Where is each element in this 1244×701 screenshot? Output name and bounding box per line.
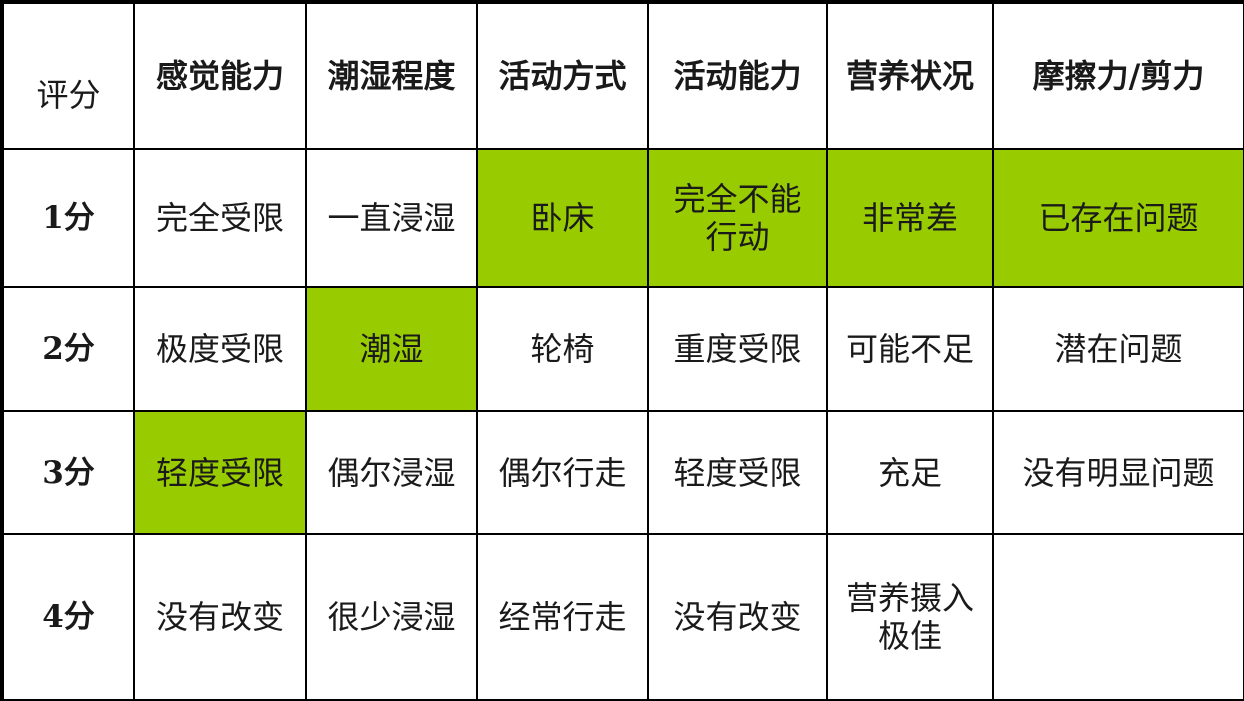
cell-text: 完全不能 行动 xyxy=(673,179,802,256)
cell-friction-shear: 潜在问题 xyxy=(992,286,1244,412)
cell-moisture: 很少浸湿 xyxy=(305,533,478,701)
cell-text: 完全受限 xyxy=(155,198,284,237)
score-column-header: 评分 xyxy=(1,1,135,150)
cell-text: 已存在问题 xyxy=(1038,198,1199,237)
cell-mobility: 重度受限 xyxy=(647,286,828,412)
cell-activity: 轮椅 xyxy=(476,286,649,412)
column-header-mobility: 活动能力 xyxy=(647,1,828,150)
cell-friction-shear: 已存在问题 xyxy=(992,147,1244,289)
row-score-label: 4分 xyxy=(1,533,135,701)
cell-text: 重度受限 xyxy=(673,329,802,368)
cell-sensory-perception: 没有改变 xyxy=(133,533,307,701)
cell-text: 轻度受限 xyxy=(155,453,284,492)
column-header-activity: 活动方式 xyxy=(476,1,649,150)
cell-text: 可能不足 xyxy=(845,329,974,368)
cell-sensory-perception: 完全受限 xyxy=(133,147,307,289)
column-header-moisture: 潮湿程度 xyxy=(305,1,478,150)
cell-text: 潜在问题 xyxy=(1054,329,1183,368)
cell-text: 偶尔浸湿 xyxy=(327,453,456,492)
cell-text: 经常行走 xyxy=(498,598,627,637)
cell-text: 潮湿 xyxy=(359,329,424,368)
cell-nutrition: 可能不足 xyxy=(826,286,994,412)
cell-friction-shear xyxy=(992,533,1244,701)
cell-nutrition: 非常差 xyxy=(826,147,994,289)
cell-text: 一直浸湿 xyxy=(327,198,456,237)
cell-text: 卧床 xyxy=(530,198,595,237)
cell-activity: 卧床 xyxy=(476,147,649,289)
row-score-label: 1分 xyxy=(1,147,135,289)
cell-text: 偶尔行走 xyxy=(498,453,627,492)
cell-sensory-perception: 轻度受限 xyxy=(133,409,307,536)
cell-text: 很少浸湿 xyxy=(327,598,456,637)
cell-text: 极度受限 xyxy=(155,329,284,368)
cell-moisture: 潮湿 xyxy=(305,286,478,412)
table-row: 4分没有改变很少浸湿经常行走没有改变营养摄入 极佳 xyxy=(1,533,1244,701)
table-row: 3分轻度受限偶尔浸湿偶尔行走轻度受限充足没有明显问题 xyxy=(1,409,1244,536)
cell-text: 没有改变 xyxy=(673,598,802,637)
row-score-label: 3分 xyxy=(1,409,135,536)
cell-text: 轻度受限 xyxy=(673,453,802,492)
cell-text: 没有明显问题 xyxy=(1022,453,1215,492)
cell-mobility: 轻度受限 xyxy=(647,409,828,536)
table-row: 2分极度受限 潮湿 轮椅 重度受限 可能不足 潜在问题 xyxy=(1,286,1244,412)
cell-nutrition: 营养摄入 极佳 xyxy=(826,533,994,701)
cell-nutrition: 充足 xyxy=(826,409,994,536)
cell-text: 非常差 xyxy=(861,198,958,237)
cell-activity: 偶尔行走 xyxy=(476,409,649,536)
table-row: 1分完全受限 一直浸湿 卧床 完全不能 行动 非常差 已存在问题 xyxy=(1,147,1244,289)
cell-moisture: 一直浸湿 xyxy=(305,147,478,289)
cell-friction-shear: 没有明显问题 xyxy=(992,409,1244,536)
cell-sensory-perception: 极度受限 xyxy=(133,286,307,412)
cell-text: 充足 xyxy=(877,453,942,492)
column-header-nutrition: 营养状况 xyxy=(826,1,994,150)
column-header-sensory-perception: 感觉能力 xyxy=(133,1,307,150)
header-row: 评分 感觉能力 潮湿程度 活动方式 活动能力 营养状况 摩擦力/剪力 xyxy=(1,1,1244,150)
cell-text: 没有改变 xyxy=(155,598,284,637)
cell-text: 营养摄入 极佳 xyxy=(845,579,974,656)
column-header-friction-shear: 摩擦力/剪力 xyxy=(992,1,1244,150)
cell-moisture: 偶尔浸湿 xyxy=(305,409,478,536)
row-score-label: 2分 xyxy=(1,286,135,412)
cell-mobility: 完全不能 行动 xyxy=(647,147,828,289)
cell-text: 轮椅 xyxy=(530,329,595,368)
cell-activity: 经常行走 xyxy=(476,533,649,701)
cell-mobility: 没有改变 xyxy=(647,533,828,701)
